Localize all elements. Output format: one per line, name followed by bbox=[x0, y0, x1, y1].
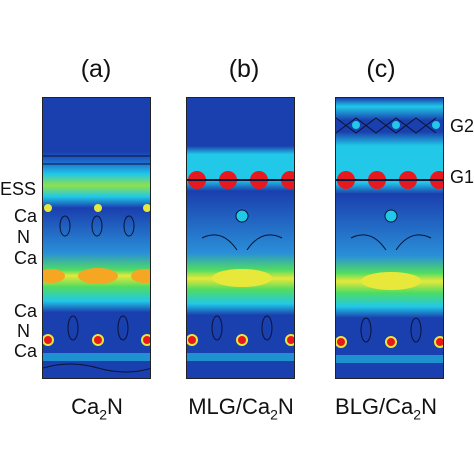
caption-a-end: N bbox=[107, 394, 123, 419]
panel-label-a: (a) bbox=[80, 55, 112, 83]
layer-label-n-1: N bbox=[17, 227, 30, 247]
layer-label-ca-1: Ca bbox=[14, 206, 38, 226]
layer-label-ca-3: Ca bbox=[14, 301, 38, 321]
layer-label-n-2: N bbox=[17, 321, 30, 341]
layer-label-g2: G2 bbox=[450, 116, 474, 136]
caption-c: BLG/Ca2N bbox=[321, 394, 451, 422]
caption-a: Ca2N bbox=[32, 394, 162, 422]
layer-label-ess: ESS bbox=[0, 179, 37, 199]
caption-b-sub: 2 bbox=[270, 406, 278, 423]
caption-c-end: N bbox=[421, 394, 437, 419]
caption-a-main: Ca bbox=[71, 394, 100, 419]
panel-label-c: (c) bbox=[366, 55, 396, 83]
layer-label-ca-2: Ca bbox=[14, 248, 38, 268]
caption-a-sub: 2 bbox=[99, 406, 108, 423]
panel-label-b: (b) bbox=[228, 55, 260, 83]
density-map-a bbox=[42, 97, 151, 379]
layer-label-ca-4: Ca bbox=[14, 341, 38, 361]
density-map-b bbox=[186, 97, 295, 379]
caption-b-main: MLG/Ca bbox=[188, 394, 271, 419]
caption-b: MLG/Ca2N bbox=[176, 394, 306, 422]
caption-b-end: N bbox=[277, 394, 294, 419]
caption-c-sub: 2 bbox=[413, 406, 422, 423]
caption-c-main: BLG/Ca bbox=[335, 394, 414, 419]
density-map-c bbox=[335, 97, 444, 379]
layer-label-g1: G1 bbox=[450, 167, 474, 187]
